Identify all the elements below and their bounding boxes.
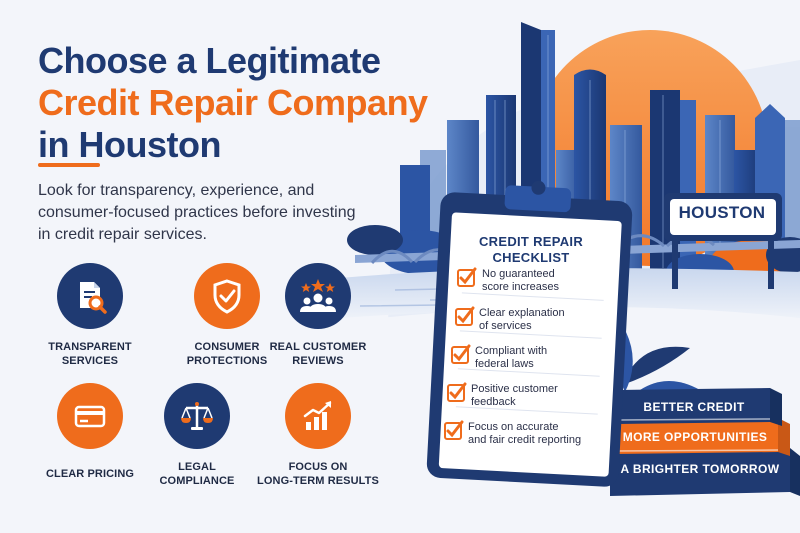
growth-chart-icon <box>285 383 351 449</box>
checklist-item-3: Compliant with federal laws <box>475 345 548 370</box>
book-stack <box>610 388 800 496</box>
headline-line-2-highlight: Credit Repair Company <box>38 82 428 123</box>
feature-label-clear-pricing: CLEAR PRICING <box>45 468 135 480</box>
feature-label-consumer-protections: CONSUMER PROTECTIONS <box>186 341 268 367</box>
feature-consumer-protections: CONSUMER PROTECTIONS <box>157 263 297 368</box>
feature-long-term-results: FOCUS ON LONG-TERM RESULTS <box>246 383 390 488</box>
book-label-brighter-tomorrow: A BRIGHTER TOMORROW <box>620 462 780 476</box>
feature-transparent-services: TRANSPARENT SERVICES <box>20 263 160 368</box>
feature-label-real-customer-reviews: REAL CUSTOMER REVIEWS <box>269 341 367 367</box>
feature-legal-compliance: LEGAL COMPLIANCE <box>127 383 267 488</box>
book-label-better-credit: BETTER CREDIT <box>643 400 745 414</box>
checkbox-2 <box>455 306 475 326</box>
intro-text: Look for transparency, experience, and c… <box>38 182 356 243</box>
book-label-more-opportunities: MORE OPPORTUNITIES <box>622 430 768 444</box>
headline: Choose a Legitimate Credit Repair Compan… <box>38 40 438 166</box>
feature-label-transparent-services: TRANSPARENT SERVICES <box>48 341 132 367</box>
houston-sign <box>664 193 782 289</box>
feature-real-customer-reviews: REAL CUSTOMER REVIEWS <box>246 263 390 368</box>
scales-icon <box>164 383 230 449</box>
houston-sign-text: HOUSTON <box>678 203 766 222</box>
checklist-title: CREDIT REPAIR CHECKLIST <box>478 234 584 265</box>
headline-line-3: in Houston <box>38 124 221 165</box>
headline-line-1: Choose a Legitimate <box>38 40 381 81</box>
checklist-item-2: Clear explanation of services <box>479 307 565 332</box>
checkbox-3 <box>451 344 471 364</box>
feature-clear-pricing: CLEAR PRICING <box>20 383 160 481</box>
clipboard <box>426 180 633 487</box>
document-search-icon <box>57 263 123 329</box>
people-stars-icon <box>285 263 351 329</box>
checklist-item-1: No guaranteed score increases <box>482 268 560 293</box>
checklist-item-5: Focus on accurate and fair credit report… <box>468 421 582 446</box>
checklist-checkboxes <box>444 267 477 440</box>
headline-divider <box>38 163 100 167</box>
feature-label-legal-compliance: LEGAL COMPLIANCE <box>159 461 235 487</box>
checklist-item-4: Positive customer feedback <box>471 383 558 408</box>
shield-check-icon <box>194 263 260 329</box>
checkbox-1 <box>457 267 477 287</box>
credit-card-icon <box>57 383 123 449</box>
checkbox-4 <box>447 382 467 402</box>
checkbox-5 <box>444 420 464 440</box>
feature-label-long-term-results: FOCUS ON LONG-TERM RESULTS <box>257 461 379 487</box>
